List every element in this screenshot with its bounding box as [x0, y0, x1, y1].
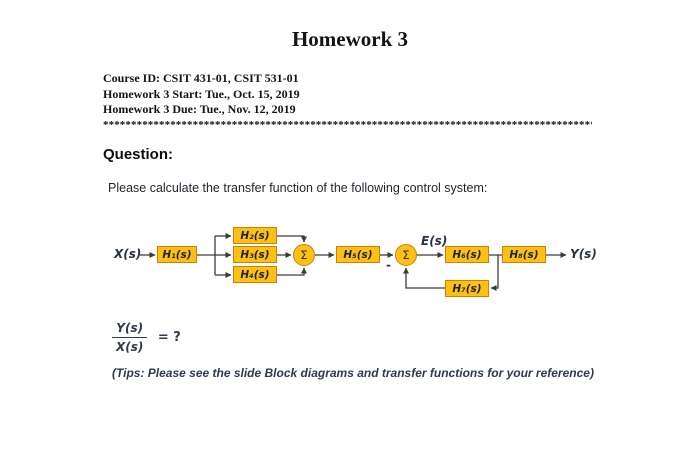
error-signal-label: E(s)	[421, 234, 448, 248]
equation-rhs: = ?	[157, 330, 181, 345]
block-h1: H₁(s)	[157, 246, 197, 263]
course-id-line: Course ID: CSIT 431-01, CSIT 531-01	[103, 71, 299, 85]
minus-sign-label: -	[386, 258, 391, 272]
page-title: Homework 3	[291, 27, 409, 51]
block-h4: H₄(s)	[233, 266, 277, 283]
tips-prefix: (Tips: Please see the slide	[112, 366, 265, 380]
block-h5: H₅(s)	[336, 246, 380, 263]
question-heading: Question:	[103, 146, 173, 163]
tips-suffix: for your reference)	[483, 366, 594, 380]
block-h7: H₇(s)	[445, 280, 489, 297]
start-date-line: Homework 3 Start: Tue., Oct. 15, 2019	[103, 86, 300, 101]
question-prompt: Please calculate the transfer function o…	[108, 181, 488, 195]
output-signal-label: Y(s)	[570, 247, 597, 261]
summing-junction-1: Σ	[293, 244, 315, 266]
block-h3: H₃(s)	[233, 246, 277, 263]
block-h6: H₆(s)	[445, 246, 489, 263]
tips-note: (Tips: Please see the slide Block diagra…	[112, 366, 672, 380]
tips-slide-title: Block diagrams and transfer functions	[264, 366, 484, 380]
input-signal-label: X(s)	[114, 247, 142, 261]
fraction-denominator: X(s)	[116, 340, 144, 354]
fraction: Y(s) X(s)	[112, 321, 148, 354]
transfer-function-equation: Y(s) X(s) = ?	[112, 321, 181, 354]
course-info: Course ID: CSIT 431-01, CSIT 531-01 Home…	[103, 71, 300, 118]
summing-junction-2: Σ	[395, 244, 417, 266]
asterisk-divider: ****************************************…	[103, 119, 592, 131]
block-h2: H₂(s)	[233, 227, 277, 244]
fraction-numerator: Y(s)	[112, 321, 148, 338]
due-date-line: Homework 3 Due: Tue., Nov. 12, 2019	[103, 102, 296, 116]
block-h8: H₈(s)	[502, 246, 546, 263]
